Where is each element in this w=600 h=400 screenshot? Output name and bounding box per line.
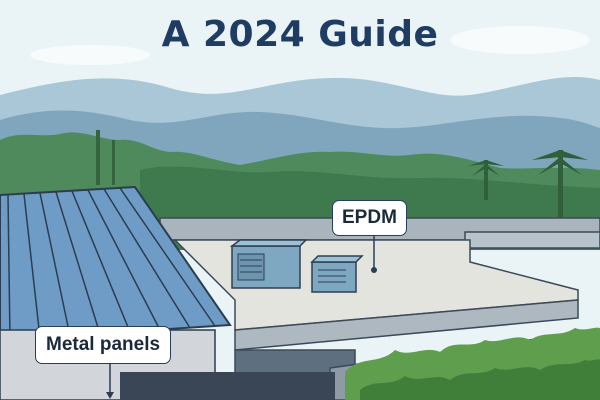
parapet-cap [464,231,600,249]
dark-wall [120,372,335,400]
metal-panels-pointer-arrow [106,392,114,399]
epdm-pointer-dot [371,267,377,273]
cloud [30,45,150,65]
page-title: A 2024 Guide [161,14,439,55]
epdm-callout: EPDM [332,200,407,236]
tree-trunk [112,140,115,185]
cloud [450,26,590,54]
green-roof-plants-dark [360,359,600,400]
metal-roof-seams [7,187,216,341]
palm-tree-large [532,150,588,225]
hvac-unit-large [229,239,308,289]
hvac-unit-small [310,255,364,293]
metal-roof [0,185,232,342]
tree-trunk [96,130,100,185]
metal-panels-callout: Metal panels [35,326,172,364]
palm-tree-small [468,160,504,200]
roof-edge [234,299,579,351]
